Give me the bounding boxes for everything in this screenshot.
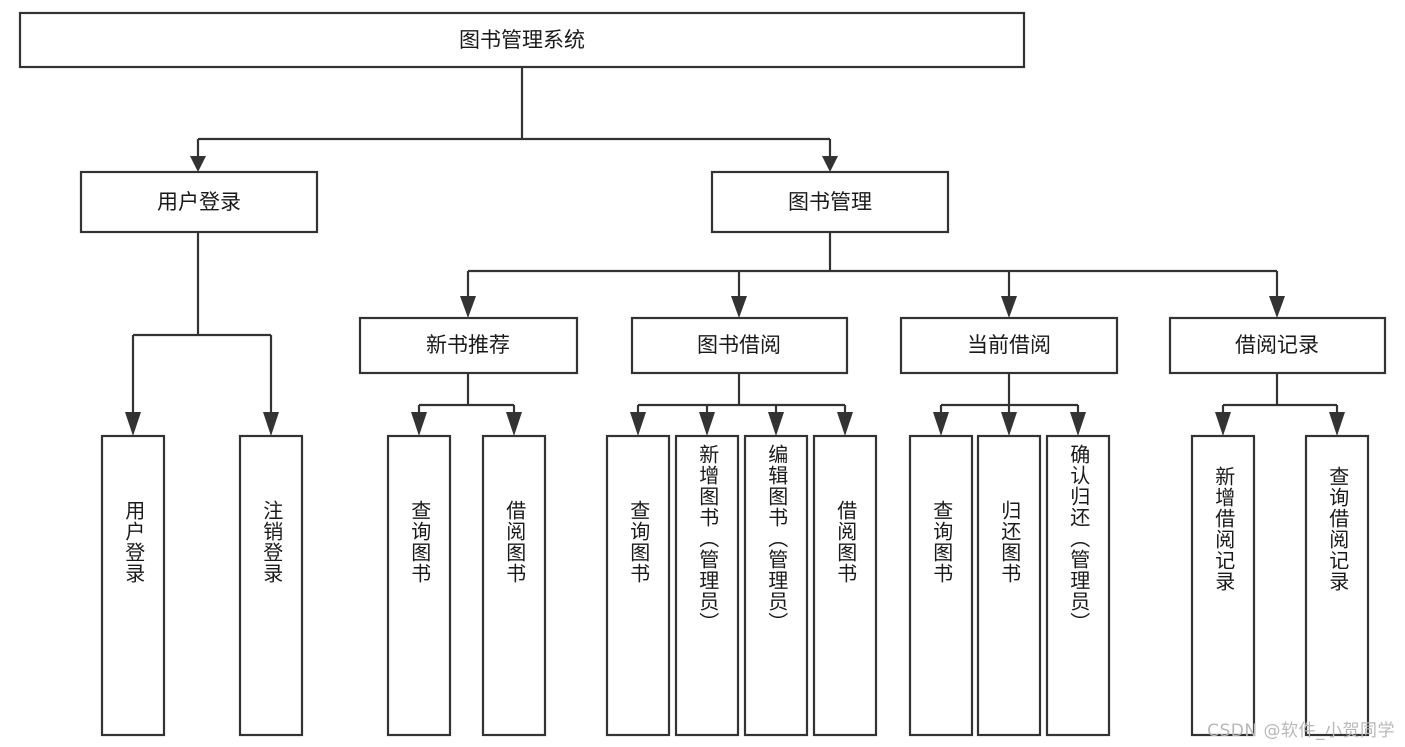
- leaf-box-new-book-1[interactable]: [481, 434, 547, 737]
- node-root-label: 图书管理系统: [459, 28, 585, 52]
- arrowhead-cb-leaf1: [933, 412, 949, 436]
- leaf-box-current-borrow-0[interactable]: [908, 434, 974, 737]
- node-book-manage-label: 图书管理: [788, 190, 872, 214]
- leaf-box-borrow-record-0[interactable]: [1190, 434, 1256, 737]
- node-book-borrow-label: 图书借阅: [697, 333, 781, 357]
- arrowhead-cb-leaf2: [1001, 412, 1017, 436]
- leaf-box-user-login-1[interactable]: [238, 434, 304, 737]
- node-current-borrow-label: 当前借阅: [967, 333, 1051, 357]
- arrowhead-user-login: [190, 156, 206, 172]
- node-book-manage-box[interactable]: [710, 170, 950, 234]
- leaf-box-borrow-record-1[interactable]: [1304, 434, 1370, 737]
- node-user-login-label: 用户登录: [157, 190, 241, 214]
- leaf-box-book-borrow-3[interactable]: [812, 434, 878, 737]
- arrowhead-br-leaf2: [1329, 412, 1345, 436]
- node-book-borrow-box[interactable]: [630, 316, 849, 375]
- arrowhead-current-borrow: [1001, 296, 1017, 318]
- node-new-book-box[interactable]: [358, 316, 579, 375]
- arrowhead-br-leaf1: [1215, 412, 1231, 436]
- arrowhead-leaf-logout: [263, 412, 279, 436]
- arrowhead-bb-leaf2: [699, 412, 715, 436]
- leaf-box-new-book-0[interactable]: [386, 434, 452, 737]
- arrowhead-nb-leaf1: [411, 412, 427, 436]
- arrowhead-bb-leaf3: [768, 412, 784, 436]
- leaf-box-book-borrow-2[interactable]: [743, 434, 809, 737]
- arrowhead-cb-leaf3: [1070, 412, 1086, 436]
- leaf-box-current-borrow-2[interactable]: [1045, 434, 1111, 737]
- arrowhead-bb-leaf1: [630, 412, 646, 436]
- arrowhead-book-manage: [822, 156, 838, 172]
- leaf-box-book-borrow-1[interactable]: [674, 434, 740, 737]
- arrowhead-borrow-record: [1269, 296, 1285, 318]
- arrowhead-book-borrow: [731, 296, 747, 318]
- leaf-box-book-borrow-0[interactable]: [605, 434, 671, 737]
- leaf-box-current-borrow-1[interactable]: [976, 434, 1042, 737]
- leaf-box-user-login-0[interactable]: [100, 434, 166, 737]
- arrowhead-leaf-user-login: [125, 412, 141, 436]
- node-new-book-label: 新书推荐: [426, 333, 510, 357]
- node-user-login-box[interactable]: [79, 170, 319, 234]
- node-borrow-record-label: 借阅记录: [1235, 333, 1319, 357]
- node-borrow-record-box[interactable]: [1168, 316, 1387, 375]
- arrowhead-bb-leaf4: [837, 412, 853, 436]
- node-root-box[interactable]: [18, 11, 1026, 69]
- node-current-borrow-box[interactable]: [899, 316, 1119, 375]
- arrowhead-new-book: [460, 296, 476, 318]
- arrowhead-nb-leaf2: [506, 412, 522, 436]
